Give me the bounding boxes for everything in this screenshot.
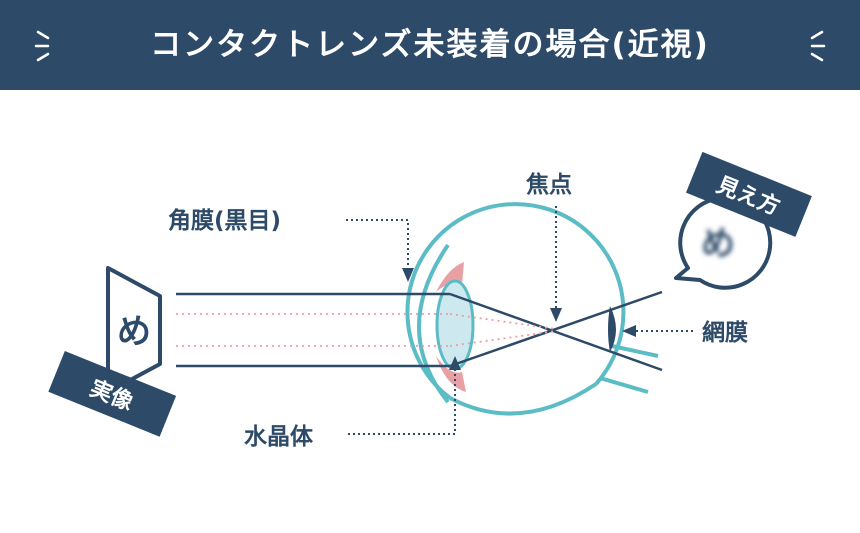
object-glyph: め <box>117 312 151 352</box>
lens-leader <box>348 370 456 435</box>
cornea-arrow <box>402 268 414 282</box>
title-banner: コンタクトレンズ未装着の場合(近視) <box>0 0 860 90</box>
cornea-leader <box>346 219 409 268</box>
dotted-light-rays <box>176 313 557 347</box>
optic-nerve <box>599 344 659 394</box>
real-object: め <box>106 266 162 394</box>
perceived-glyph: め <box>701 224 735 264</box>
iris <box>436 262 466 392</box>
focal-point-label: 焦点 <box>526 171 572 198</box>
real-image-badge: 実像 <box>48 350 177 437</box>
retina-arrow <box>622 325 636 337</box>
cornea <box>417 243 450 404</box>
light-rays <box>176 290 663 372</box>
sparkle-right-icon <box>810 30 826 62</box>
cornea-label: 角膜(黒目) <box>168 207 281 234</box>
appearance-bubble: め <box>674 195 773 290</box>
retina-mark <box>608 306 616 352</box>
sparkle-left-icon <box>34 30 50 62</box>
retina-label: 網膜 <box>702 319 748 346</box>
focal-point-arrow <box>550 308 562 322</box>
page-title: コンタクトレンズ未装着の場合(近視) <box>150 27 710 63</box>
eyeball <box>405 202 626 416</box>
lens-label: 水晶体 <box>244 424 314 450</box>
lens-arrow <box>449 356 461 370</box>
